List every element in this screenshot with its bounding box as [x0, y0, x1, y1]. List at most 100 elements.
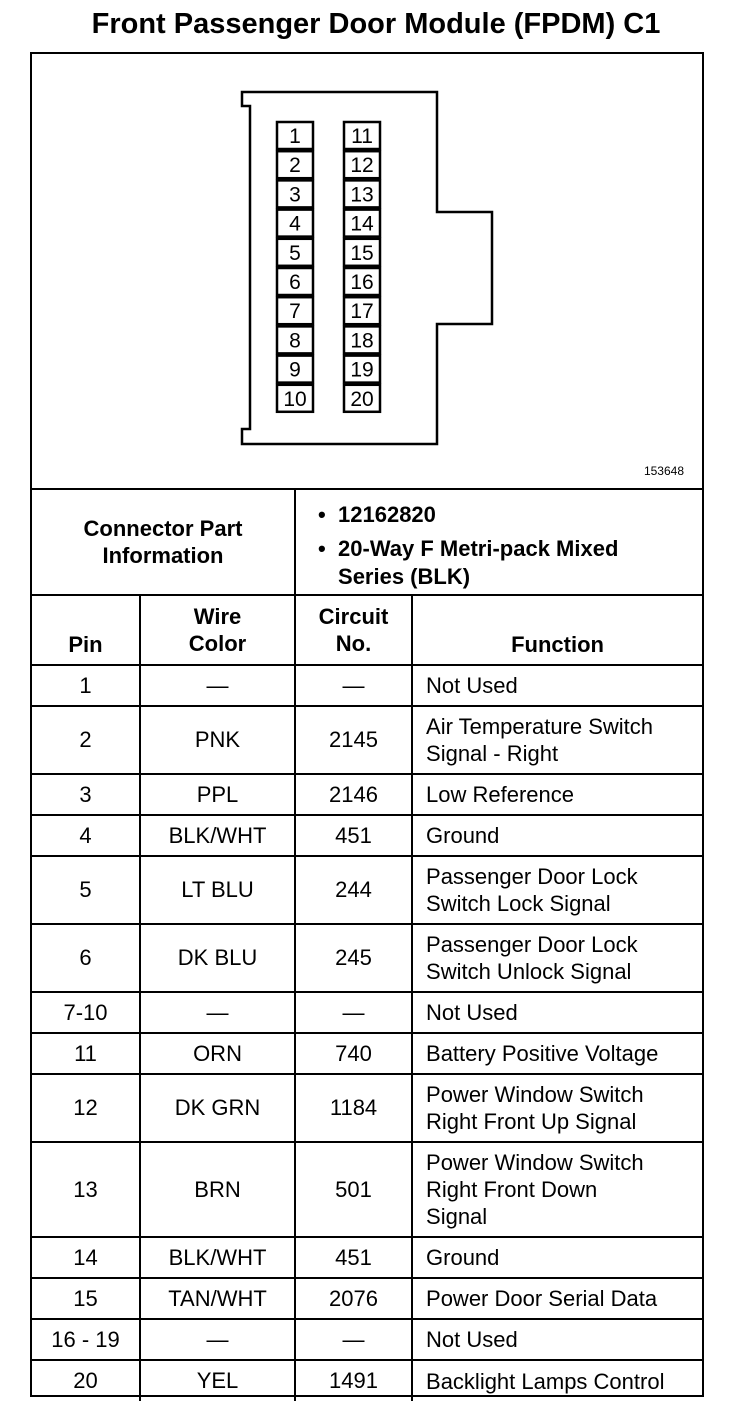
pin-cavity [275, 179, 315, 209]
pin-number-label: 11 [351, 125, 373, 148]
pin-column-right: 11 12 13 14 15 16 17 18 19 20 [342, 120, 382, 414]
circuit-number-cell: 2076 [294, 1277, 414, 1320]
circuit-number-cell: 501 [294, 1141, 414, 1238]
table-row: 16 - 19——Not Used [32, 1318, 703, 1361]
header-function: Function [411, 594, 703, 666]
function-line: Right Front Up Signal [426, 1109, 637, 1134]
function-line: Passenger Door Lock [426, 864, 638, 889]
function-line: Signal [426, 1204, 488, 1229]
pin-cavity [275, 149, 315, 180]
function-line: Ground [426, 1245, 500, 1270]
pin-cell: 14 [32, 1236, 141, 1279]
function-cell: Power Door Serial Data [411, 1277, 703, 1320]
pin-cavity [342, 266, 382, 297]
pin-number-label: 4 [289, 213, 301, 236]
pin-cavity [275, 120, 315, 151]
circuit-number-cell: 451 [294, 814, 414, 857]
table-row: 1——Not Used [32, 664, 703, 707]
pin-cell: 7-10 [32, 991, 141, 1034]
wire-color-cell: LT BLU [138, 855, 297, 925]
pin-number-label: 6 [289, 271, 301, 294]
function-line: Switch Lock Signal [426, 891, 611, 916]
pin-cell: 2 [32, 705, 141, 775]
wire-color-cell: YEL [138, 1359, 297, 1401]
pin-number-label: 10 [283, 388, 306, 411]
pin-cavity [342, 383, 382, 414]
pin-number-label: 20 [350, 388, 373, 411]
figure-id: 153648 [643, 464, 684, 478]
pin-cell: 3 [32, 773, 141, 816]
pin-number-label: 12 [350, 154, 373, 177]
pin-cell: 1 [32, 664, 141, 707]
function-line: Air Temperature Switch [426, 714, 654, 739]
pin-number-label: 19 [350, 359, 373, 382]
pin-number-label: 5 [289, 242, 301, 265]
wire-color-cell: PNK [138, 705, 297, 775]
function-line: Power Window Switch [426, 1150, 644, 1175]
function-cell: Ground [411, 814, 703, 857]
pin-cavity [342, 354, 382, 384]
function-cell: Low Reference [411, 773, 703, 816]
wire-color-cell: PPL [138, 773, 297, 816]
wire-color-cell: BLK/WHT [138, 814, 297, 857]
function-line: Not Used [426, 1327, 518, 1352]
pin-cavity [275, 354, 315, 384]
circuit-number-cell: 245 [294, 923, 414, 993]
page-title: Front Passenger Door Module (FPDM) C1 [91, 8, 661, 40]
wire-color-cell: DK GRN [138, 1073, 297, 1143]
pin-number-label: 1 [289, 125, 301, 148]
pin-cell: 11 [32, 1032, 141, 1075]
pin-number-label: 14 [350, 213, 374, 236]
wire-color-cell: DK BLU [138, 923, 297, 993]
function-line: Switch Unlock Signal [426, 959, 632, 984]
wire-color-cell: — [138, 664, 297, 707]
pin-cavity [342, 179, 382, 209]
header-pin: Pin [32, 594, 141, 666]
pin-cell: 20 [32, 1359, 141, 1401]
wire-color-cell: ORN [138, 1032, 297, 1075]
pin-number-label: 15 [350, 242, 373, 265]
function-line: Low Reference [426, 782, 574, 807]
pin-number-label: 16 [350, 271, 373, 294]
pin-cavity [275, 266, 315, 297]
wire-color-cell: — [138, 1318, 297, 1361]
pin-cell: 6 [32, 923, 141, 993]
pin-cell: 4 [32, 814, 141, 857]
pin-number-label: 7 [289, 300, 301, 323]
pin-number-label: 17 [350, 300, 373, 323]
function-line: Not Used [426, 1000, 518, 1025]
pin-number-label: 13 [350, 183, 373, 206]
function-line: Passenger Door Lock [426, 932, 638, 957]
circuit-number-cell: 451 [294, 1236, 414, 1279]
pin-cavity [342, 208, 382, 238]
pin-cell: 12 [32, 1073, 141, 1143]
pin-cavity [275, 325, 315, 355]
pin-cavity [342, 149, 382, 180]
pin-number-label: 18 [350, 329, 373, 352]
function-cell: Not Used [411, 991, 703, 1034]
pin-number-label: 3 [289, 183, 301, 206]
pin-cavity [342, 295, 382, 326]
pin-cavity [342, 237, 382, 268]
function-cell: Not Used [411, 664, 703, 707]
function-cell: Not Used [411, 1318, 703, 1361]
function-line: Backlight Lamps Control [426, 1368, 665, 1394]
